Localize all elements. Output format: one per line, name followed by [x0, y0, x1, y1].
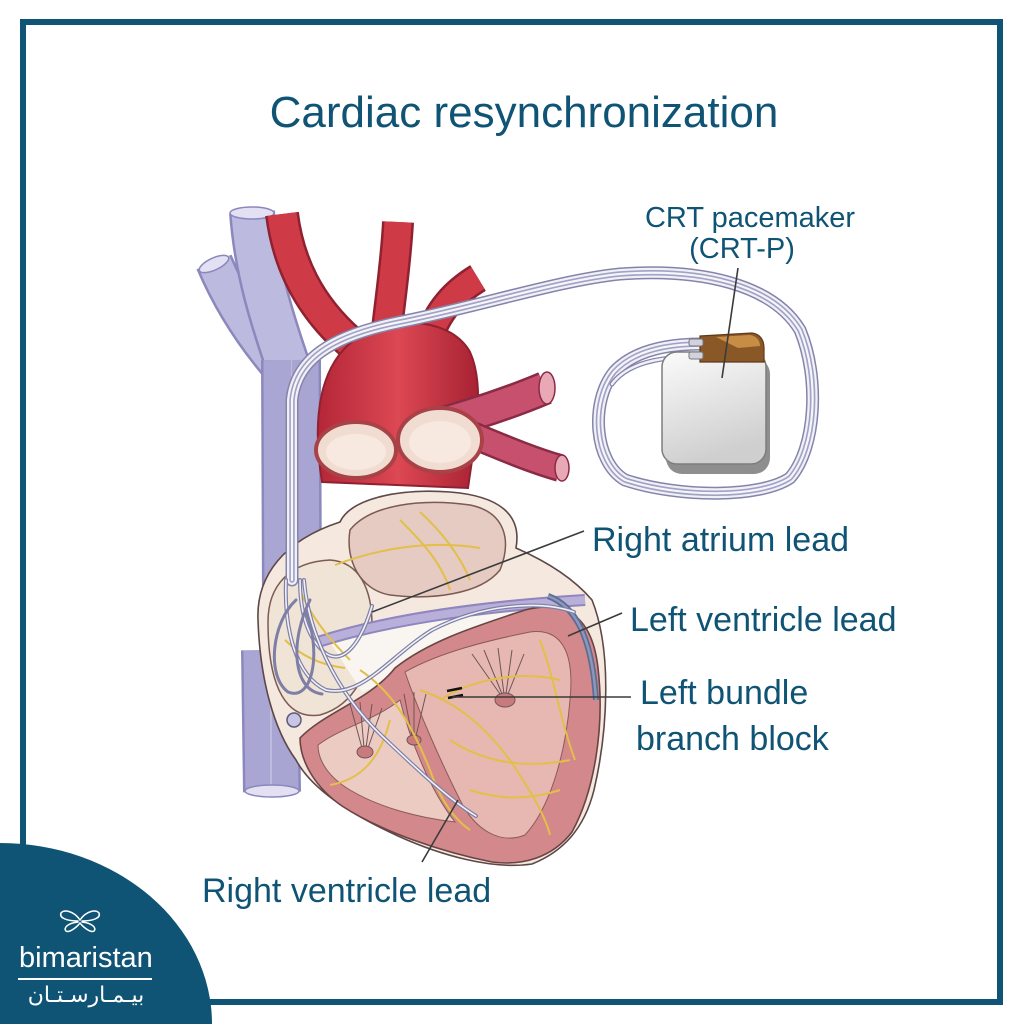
vein-cut-bottom	[244, 784, 300, 798]
intracardiac-leads	[272, 578, 576, 818]
leader-crt-pacemaker	[721, 267, 739, 379]
logo-wordmark-arabic: بيـمـارسـتـان	[27, 983, 145, 1008]
connector-pin	[688, 338, 704, 347]
connector-pin	[688, 351, 704, 360]
label-branch-block: branch block	[636, 720, 829, 758]
label-crt-p: (CRT-P)	[689, 233, 795, 265]
vessel-cross-sections	[314, 406, 484, 480]
crt-pacemaker-device	[661, 332, 770, 474]
logo-wordmark: bimaristan	[19, 942, 153, 974]
vein-cut-top	[229, 206, 275, 220]
leader-lines	[371, 267, 739, 863]
vein-cut-left	[198, 254, 230, 274]
leader-right-atrium-lead	[371, 530, 585, 613]
right-ventricle-cavity	[317, 699, 457, 823]
label-left-bundle: Left bundle	[640, 674, 809, 712]
butterfly-icon	[59, 910, 101, 933]
leader-left-ventricle-lead	[567, 612, 623, 637]
label-right-ventricle-lead: Right ventricle lead	[202, 872, 492, 910]
label-left-ventricle-lead: Left ventricle lead	[630, 601, 897, 639]
label-right-atrium-lead: Right atrium lead	[592, 521, 850, 559]
logo-divider	[18, 978, 152, 980]
label-crt-pacemaker: CRT pacemaker	[644, 202, 856, 234]
chordae-tendineae	[349, 647, 525, 759]
conduction-fibers	[284, 511, 576, 836]
lead-bundle	[285, 266, 820, 587]
ivc-opening	[286, 712, 302, 728]
frame-border	[20, 19, 1003, 1005]
leader-right-ventricle-lead	[421, 799, 459, 863]
page-title: Cardiac resynchronization	[269, 88, 779, 137]
heart	[257, 490, 607, 867]
